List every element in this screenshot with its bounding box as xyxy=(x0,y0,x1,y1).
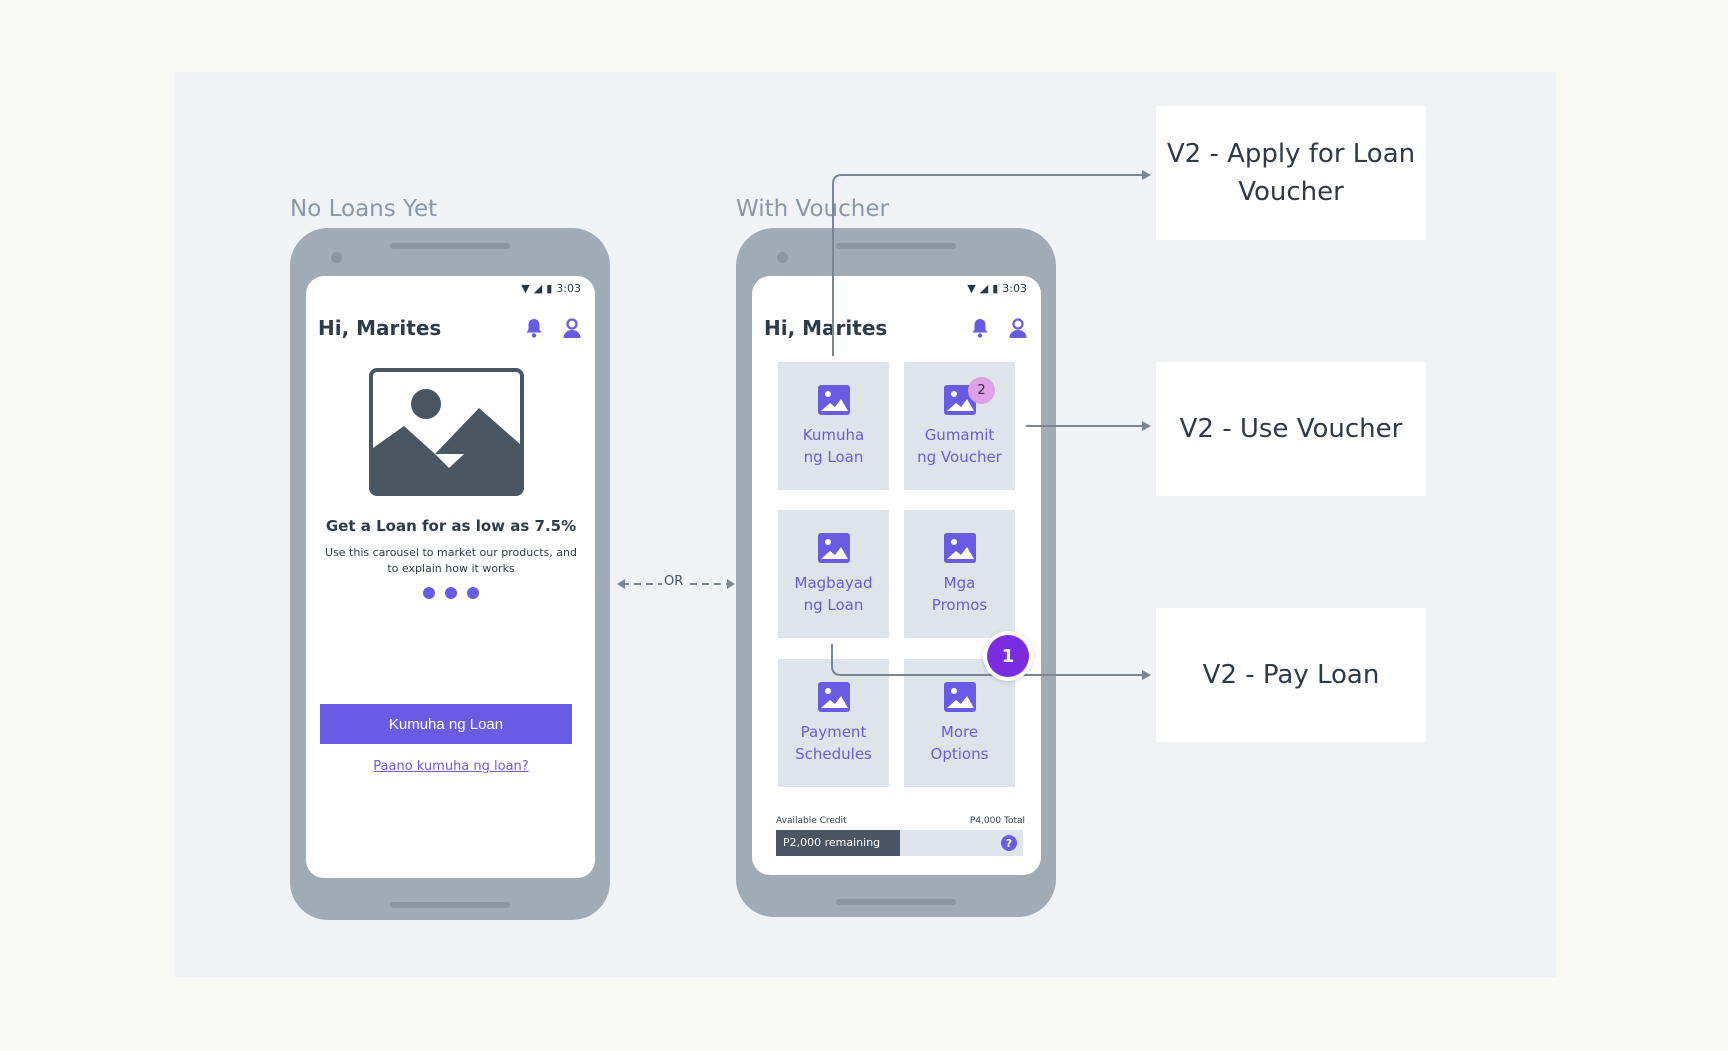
v2-use-voucher-card[interactable]: V2 - Use Voucher xyxy=(1156,362,1426,496)
screen: ▼ ◢ ▮ 3:03 Hi, Marites Get a Loan for as… xyxy=(306,276,595,878)
tile-label: Payment Schedules xyxy=(795,723,872,763)
available-credit-label: Available Credit xyxy=(776,816,847,826)
v2-apply-for-loan-voucher-card[interactable]: V2 - Apply for Loan Voucher xyxy=(1156,106,1426,240)
bottom-bar xyxy=(390,902,510,908)
section-label-no-loans: No Loans Yet xyxy=(290,196,438,222)
help-icon[interactable]: ? xyxy=(1001,835,1017,851)
status-time: 3:03 xyxy=(556,282,581,295)
v2-pay-loan-card[interactable]: V2 - Pay Loan xyxy=(1156,608,1426,742)
tile-kumuha-ng-loan[interactable]: Kumuha ng Loan xyxy=(778,362,889,490)
status-time: 3:03 xyxy=(1002,282,1027,295)
speaker-grille xyxy=(836,243,956,249)
carousel-image-placeholder xyxy=(369,368,524,496)
phone-with-voucher: ▼ ◢ ▮ 3:03 Hi, Marites Kumuha ng Loan Gu… xyxy=(736,228,1056,917)
carousel-dot[interactable] xyxy=(467,587,479,599)
credit-total: P4,000 Total xyxy=(969,816,1025,826)
bottom-bar xyxy=(836,899,956,905)
tile-label: Kumuha ng Loan xyxy=(802,426,865,466)
bell-icon[interactable] xyxy=(968,316,992,340)
or-label: OR xyxy=(664,574,684,589)
image-icon xyxy=(943,533,976,563)
tile-mga-promos[interactable]: Mga Promos xyxy=(904,510,1015,638)
wifi-icon: ▼ xyxy=(521,282,530,295)
phone-no-loans: ▼ ◢ ▮ 3:03 Hi, Marites Get a Loan for as… xyxy=(290,228,610,920)
credit-bar-fill xyxy=(776,830,900,856)
speaker-grille xyxy=(390,243,510,249)
or-connector xyxy=(617,579,735,589)
tile-label: More Options xyxy=(930,723,989,763)
step-marker-number: 1 xyxy=(987,635,1029,677)
profile-icon[interactable] xyxy=(560,316,584,340)
credit-remaining: P2,000 remaining xyxy=(783,836,881,849)
carousel-dots[interactable] xyxy=(306,587,595,599)
carousel-dot[interactable] xyxy=(445,587,457,599)
kumuha-ng-loan-button[interactable]: Kumuha ng Loan xyxy=(320,704,572,744)
battery-icon: ▮ xyxy=(546,282,553,295)
carousel-dot[interactable] xyxy=(423,587,435,599)
tile-label: Gumamit ng Voucher xyxy=(917,426,1002,466)
signal-icon: ◢ xyxy=(533,282,543,295)
status-bar: ▼ ◢ ▮ 3:03 xyxy=(521,282,581,295)
bell-icon[interactable] xyxy=(522,316,546,340)
carousel-headline: Get a Loan for as low as 7.5% xyxy=(325,517,577,535)
tile-more-options[interactable]: More Options xyxy=(904,659,1015,787)
profile-icon[interactable] xyxy=(1006,316,1030,340)
credit-bar: P2,000 remaining ? xyxy=(776,830,1023,856)
how-to-loan-link[interactable]: Paano kumuha ng loan? xyxy=(373,759,529,774)
greeting: Hi, Marites xyxy=(764,316,888,340)
image-icon xyxy=(817,385,850,415)
image-icon xyxy=(943,682,976,712)
tile-magbayad-ng-loan[interactable]: Magbayad ng Loan xyxy=(778,510,889,638)
tile-label: Magbayad ng Loan xyxy=(794,574,873,614)
tile-label: Mga Promos xyxy=(931,574,988,614)
step-marker[interactable]: 1 xyxy=(983,631,1033,681)
screen: ▼ ◢ ▮ 3:03 Hi, Marites Kumuha ng Loan Gu… xyxy=(752,276,1041,875)
greeting: Hi, Marites xyxy=(318,316,442,340)
section-label-with-voucher: With Voucher xyxy=(736,196,889,222)
tile-gumamit-ng-voucher[interactable]: Gumamit ng Voucher 2 xyxy=(904,362,1015,490)
voucher-count-badge: 2 xyxy=(968,377,995,404)
carousel-body: Use this carousel to market our products… xyxy=(325,546,577,575)
image-icon xyxy=(817,682,850,712)
wifi-icon: ▼ xyxy=(967,282,976,295)
image-icon xyxy=(943,385,976,415)
tile-payment-schedules[interactable]: Payment Schedules xyxy=(778,659,889,787)
front-camera xyxy=(777,252,788,263)
battery-icon: ▮ xyxy=(992,282,999,295)
image-icon xyxy=(817,533,850,563)
signal-icon: ◢ xyxy=(979,282,989,295)
front-camera xyxy=(331,252,342,263)
status-bar: ▼ ◢ ▮ 3:03 xyxy=(967,282,1027,295)
